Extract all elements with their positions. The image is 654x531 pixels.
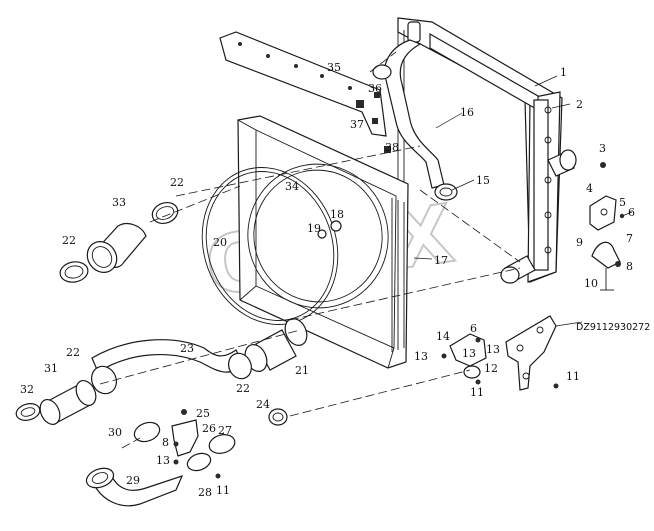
intercooler-pipe-23 (91, 339, 245, 395)
bolt-11-bottom (215, 473, 221, 479)
bushing-12 (463, 365, 481, 379)
callout-34: 34 (285, 180, 299, 193)
bolt-6-mid (475, 337, 481, 343)
callout-29: 29 (126, 474, 140, 487)
callout-13-mid: 13 (462, 347, 476, 360)
hose-clamp-30 (133, 421, 161, 443)
bracket-4 (589, 195, 617, 231)
hose-clamp-32 (15, 403, 41, 421)
callout-12: 12 (484, 362, 498, 375)
hose-33 (86, 223, 147, 273)
callout-8-right: 8 (626, 260, 633, 273)
callout-17: 17 (434, 254, 448, 267)
bolt-13-left (441, 353, 447, 359)
callout-28: 28 (198, 486, 212, 499)
bolt-6-right (619, 211, 633, 219)
callout-10: 10 (584, 277, 598, 290)
callout-22-mid: 22 (236, 382, 250, 395)
bolt-19-washer-18 (317, 220, 342, 239)
callout-25: 25 (196, 407, 210, 420)
callout-11-right: 11 (566, 370, 580, 383)
callout-38: 38 (385, 141, 399, 154)
radiator-frame (397, 17, 577, 284)
callout-6-right: 6 (628, 206, 635, 219)
callout-35: 35 (327, 61, 341, 74)
callout-18: 18 (330, 208, 344, 221)
callout-13-right: 13 (486, 343, 500, 356)
callout-37: 37 (350, 118, 364, 131)
fastener-36 (374, 92, 380, 98)
bracket-9 (591, 241, 621, 291)
callout-36: 36 (368, 82, 382, 95)
top-shroud-panel-35 (219, 31, 387, 137)
callout-4: 4 (586, 182, 593, 195)
callout-21: 21 (295, 364, 309, 377)
callout-22-left: 22 (62, 234, 76, 247)
callout-27: 27 (218, 424, 232, 437)
mounting-bracket-dz9112930272 (505, 315, 557, 391)
callout-11-bottom: 11 (216, 484, 230, 497)
callout-22-mid-left: 22 (66, 346, 80, 359)
callout-7: 7 (626, 232, 633, 245)
hose-clamp-22-mid (228, 352, 252, 380)
bolt-13-bottom (173, 459, 179, 465)
callout-15: 15 (476, 174, 490, 187)
assembly-guide-lines (99, 51, 521, 449)
callout-1: 1 (560, 66, 567, 79)
lower-hose-29 (85, 467, 184, 507)
hose-clamp-15 (434, 183, 458, 201)
nut-11-mid (475, 379, 481, 385)
fan-shroud-frame-34 (237, 115, 409, 369)
callout-2: 2 (576, 98, 583, 111)
callout-5: 5 (619, 196, 626, 209)
callout-22-upper: 22 (170, 176, 184, 189)
fastener-38 (384, 146, 391, 153)
callout-19: 19 (307, 222, 321, 235)
clamp-28 (186, 452, 212, 472)
callout-8-bottom: 8 (162, 436, 169, 449)
callout-11-mid: 11 (470, 386, 484, 399)
callout-13-left: 13 (414, 350, 428, 363)
nut-8-bottom (173, 441, 179, 447)
part-number-label: DZ9112930272 (576, 322, 650, 333)
hose-clamp-24 (268, 408, 288, 426)
nut-8-right (615, 261, 621, 267)
callout-30: 30 (108, 426, 122, 439)
callout-13-bottom: 13 (156, 454, 170, 467)
callout-14: 14 (436, 330, 450, 343)
bracket-26 (171, 409, 199, 457)
callout-26: 26 (202, 422, 216, 435)
hose-clamp-27 (208, 434, 236, 454)
callout-labels: 1 2 3 4 5 6 7 9 8 10 15 16 17 18 19 20 2… (20, 61, 650, 499)
nut-3 (600, 162, 606, 168)
callout-23: 23 (180, 342, 194, 355)
hose-clamp-22-upper (151, 202, 179, 224)
leader-lines (413, 75, 583, 327)
bolt-11-right (553, 383, 559, 389)
sleeve-31 (39, 380, 97, 425)
callout-32: 32 (20, 383, 34, 396)
callout-16: 16 (460, 106, 474, 119)
hose-clamp-22-left (59, 261, 89, 283)
callout-31: 31 (44, 362, 58, 375)
callout-33: 33 (112, 196, 126, 209)
callout-20: 20 (213, 236, 227, 249)
callout-24: 24 (256, 398, 270, 411)
upper-hose-16 (372, 39, 445, 189)
callout-9: 9 (576, 236, 583, 249)
callout-3: 3 (599, 142, 606, 155)
callout-6-mid: 6 (470, 322, 477, 335)
